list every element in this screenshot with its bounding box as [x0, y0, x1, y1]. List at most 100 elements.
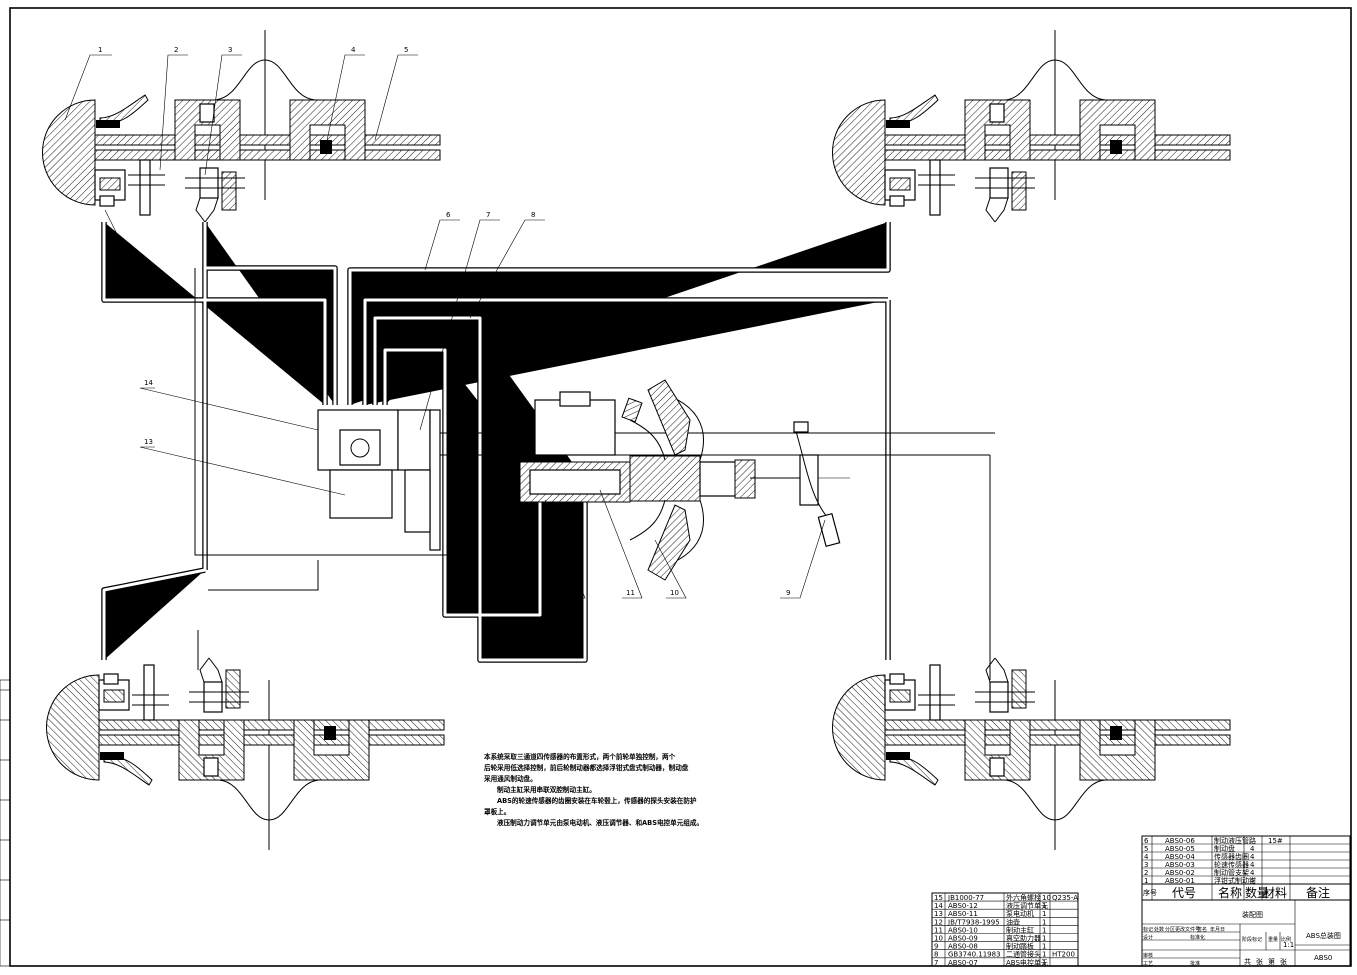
sheet-mark-1: 共	[1244, 957, 1251, 966]
assembly-label: 装配图	[1242, 910, 1263, 919]
callout-6: 6	[446, 211, 451, 219]
note-line-2: 后轮采用低选择控制，前后轮制动器都选择浮钳式盘式制动器，制动盘	[484, 763, 689, 772]
scale-value: 1:1	[1283, 941, 1294, 949]
parts-right-qty: 4	[1250, 845, 1255, 853]
hydraulic-modulator-unit	[317, 409, 441, 551]
callout-12: 12	[569, 589, 578, 597]
parts-left-code: ABS0-08	[948, 943, 978, 951]
parts-left-no: 8	[934, 951, 938, 959]
parts-right-name: 制动盘	[1214, 844, 1235, 853]
callout-14: 14	[144, 379, 153, 387]
parts-left-qty: 1	[1042, 926, 1046, 934]
header-name: 名称	[1218, 885, 1242, 900]
brake-pedal	[750, 421, 841, 548]
callout-3: 3	[228, 46, 232, 54]
left-margin-ticks	[0, 679, 11, 967]
parts-left-qty: 1	[1042, 918, 1046, 926]
parts-left-qty: 1	[1042, 943, 1046, 951]
title-block-label: 阶段标记	[1242, 936, 1262, 943]
parts-left-qty: 1	[1042, 951, 1046, 959]
parts-right-code: ABS0-03	[1165, 861, 1195, 869]
parts-right-no: 5	[1144, 845, 1148, 853]
callout-labels: 1 2 3 4 5 6 7 8 9 10 11 12 13 14 15	[98, 46, 790, 597]
callout-8: 8	[531, 211, 535, 219]
callout-leaders	[64, 54, 826, 599]
parts-right-qty: 4	[1250, 877, 1255, 885]
header-material: 材料	[1263, 886, 1287, 900]
parts-left-no: 9	[934, 943, 938, 951]
parts-right-qty: 4	[1250, 853, 1255, 861]
drawing-code: ABS0	[1314, 954, 1332, 962]
parts-left-no: 7	[934, 959, 938, 967]
parts-right-name: 浮钳式制动钳	[1214, 876, 1256, 885]
parts-left-code: ABS0-11	[948, 910, 978, 918]
parts-left-no: 12	[934, 918, 943, 926]
callout-4: 4	[351, 46, 356, 54]
parts-left-qty: 1	[1042, 959, 1046, 967]
note-line-3: 采用通风制动盘。	[483, 774, 537, 783]
parts-left-code: ABS0-12	[948, 902, 978, 910]
parts-left-code: GB3740.11983	[948, 951, 1001, 959]
parts-left-no: 14	[934, 902, 943, 910]
note-line-5: ABS的轮速传感器的齿圈安装在车轮毂上，传感器的探头安装在防护	[497, 796, 697, 805]
title-block-label: 处数	[1154, 926, 1164, 933]
master-cylinder-booster	[515, 379, 850, 581]
header-code: 代号	[1172, 886, 1196, 900]
title-block-label: 重量	[1268, 936, 1278, 943]
parts-right-no: 3	[1144, 861, 1148, 869]
title-block-label: 标记	[1143, 926, 1153, 933]
parts-left-qty: 1	[1042, 910, 1046, 918]
wheel-brake-front-right	[831, 29, 1231, 223]
header-qty: 数量	[1245, 885, 1269, 900]
wheel-brake-rear-left	[45, 657, 445, 851]
callout-7: 7	[486, 211, 490, 219]
parts-right-code: ABS0-01	[1165, 877, 1195, 885]
parts-left-material: Q235-A	[1052, 894, 1078, 902]
parts-left-name: 二通管接头	[1006, 950, 1041, 959]
note-line-6: 罩板上。	[484, 807, 510, 816]
parts-left-name: 外六角螺栓	[1006, 893, 1041, 902]
parts-left-material: HT200	[1052, 951, 1075, 959]
parts-right-code: ABS0-02	[1165, 869, 1195, 877]
parts-left-name: 油壶	[1006, 917, 1020, 926]
parts-right-name: 制动管支架	[1214, 868, 1249, 877]
parts-left-code: JB1000-77	[947, 894, 984, 902]
parts-right-code: ABS0-05	[1165, 845, 1195, 853]
parts-left-no: 15	[934, 894, 943, 902]
callout-5: 5	[404, 46, 408, 54]
title-block-label: 更改文件号	[1175, 926, 1200, 933]
parts-left-code: ABS0-07	[948, 959, 978, 967]
sheet-mark-3: 第	[1268, 957, 1275, 966]
parts-right-no: 4	[1144, 853, 1149, 861]
wheel-brake-rear-right	[831, 657, 1231, 851]
callout-9: 9	[786, 589, 790, 597]
parts-right-qty: 4	[1250, 861, 1255, 869]
note-line-7: 液压制动力调节单元由泵电动机、液压调节器、和ABS电控单元组成。	[497, 818, 703, 827]
callout-13: 13	[144, 438, 153, 446]
technical-notes: 本系统采取三通道四传感器的布置形式，两个前轮单独控制，两个 后轮采用低选择控制，…	[483, 752, 703, 827]
header-no: 序号	[1143, 888, 1157, 897]
parts-left-name: 制动主缸	[1006, 925, 1034, 934]
title-block-label: 标准化	[1190, 934, 1205, 941]
title-block-label: 批准	[1190, 960, 1200, 967]
parts-left-code: ABS0-09	[948, 935, 978, 943]
title-block: 装配图 ABS总装图 ABS0 1:1 标记处数分区更改文件号签名年月日设计标准…	[1141, 899, 1351, 967]
parts-left-name: 泵电动机	[1006, 909, 1034, 918]
title-block-label: 分区	[1165, 926, 1175, 933]
drawing-title: ABS总装图	[1306, 931, 1341, 940]
parts-left-code: JB/T7938-1995	[947, 918, 1000, 926]
parts-right-code: ABS0-06	[1165, 837, 1195, 845]
parts-left-qty: 10	[1042, 894, 1051, 902]
callout-1: 1	[98, 46, 102, 54]
parts-right-name: 传感器齿圈	[1214, 852, 1249, 861]
parts-left-code: ABS0-10	[948, 926, 978, 934]
parts-right-no: 6	[1144, 837, 1149, 845]
sheet-mark-2: 张	[1256, 957, 1263, 966]
parts-left-qty: 1	[1042, 902, 1046, 910]
parts-left-no: 10	[934, 935, 943, 943]
parts-right-no: 1	[1144, 877, 1148, 885]
title-block-label: 比例	[1281, 936, 1291, 943]
drawing-border	[9, 7, 1352, 967]
